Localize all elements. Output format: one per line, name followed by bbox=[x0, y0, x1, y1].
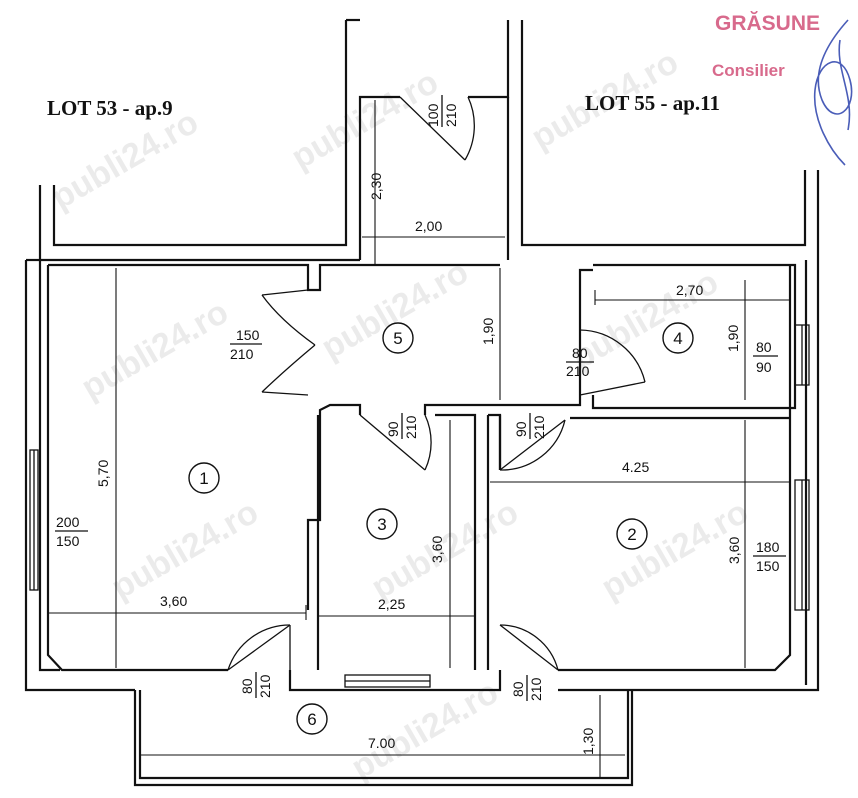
lot-left-label: LOT 53 - ap.9 bbox=[47, 96, 173, 120]
room3-door-width: 90 bbox=[385, 421, 401, 437]
dim-hall-height: 1,90 bbox=[480, 318, 496, 345]
room-6-number: 6 bbox=[307, 710, 316, 729]
dimension-lines bbox=[48, 100, 791, 778]
room-5-number: 5 bbox=[393, 329, 402, 348]
dim-room3-width: 2,25 bbox=[378, 596, 405, 612]
entry-door-height: 210 bbox=[443, 103, 459, 127]
dim-room2-width: 4.25 bbox=[622, 459, 649, 475]
watermark: publi24.ro bbox=[285, 63, 445, 177]
lot-right-label: LOT 55 - ap.11 bbox=[585, 91, 720, 115]
dim-room1-width: 3,60 bbox=[160, 593, 187, 609]
entry-door-width: 100 bbox=[425, 103, 441, 127]
room2-door-width: 90 bbox=[513, 421, 529, 437]
walls bbox=[24, 18, 820, 787]
room-4-marker bbox=[662, 322, 694, 354]
balcony-left-door-height: 210 bbox=[257, 674, 273, 698]
room-1-number: 1 bbox=[199, 469, 208, 488]
watermark: publi24.ro bbox=[565, 263, 725, 377]
balcony-right-door-width: 80 bbox=[510, 681, 526, 697]
room4-window-height: 90 bbox=[756, 359, 772, 375]
dim-room1-height: 5,70 bbox=[95, 460, 111, 487]
watermark: publi24.ro bbox=[75, 293, 235, 407]
room-1-marker bbox=[188, 462, 220, 494]
stamp: GRĂSUNE Consilier bbox=[712, 12, 853, 166]
room2-window-width: 180 bbox=[756, 539, 780, 555]
room-markers: 1 2 3 4 5 6 bbox=[188, 322, 694, 735]
double-door-height: 210 bbox=[230, 346, 254, 362]
dim-hall-width: 2,00 bbox=[415, 218, 442, 234]
stamp-name: GRĂSUNE bbox=[715, 12, 820, 35]
dim-room2-height: 3,60 bbox=[726, 537, 742, 564]
room-4-number: 4 bbox=[673, 329, 682, 348]
room4-door-height: 210 bbox=[566, 363, 590, 379]
balcony-left-door-width: 80 bbox=[239, 678, 255, 694]
room1-window-height: 150 bbox=[56, 533, 80, 549]
room-6-marker bbox=[296, 703, 328, 735]
dim-room4-width: 2,70 bbox=[676, 282, 703, 298]
dim-room4-height: 1,90 bbox=[725, 325, 741, 352]
room2-window-height: 150 bbox=[756, 558, 780, 574]
room-5-marker bbox=[382, 322, 414, 354]
stamp-title: Consilier bbox=[712, 61, 785, 80]
double-door-width: 150 bbox=[236, 327, 260, 343]
room4-window-width: 80 bbox=[756, 339, 772, 355]
doors bbox=[227, 96, 646, 671]
balcony-right-door-height: 210 bbox=[528, 677, 544, 701]
signature bbox=[813, 19, 853, 166]
room-3-marker bbox=[366, 508, 398, 540]
dim-room3-height: 3,60 bbox=[429, 536, 445, 563]
room2-door-height: 210 bbox=[531, 415, 547, 439]
room-2-marker bbox=[616, 518, 648, 550]
watermark: publi24.ro bbox=[315, 253, 475, 367]
dimension-labels: 2,30 2,00 1,90 2,70 1,90 5,70 3,60 2,25 … bbox=[95, 173, 742, 755]
dim-hall-top-height: 2,30 bbox=[368, 173, 384, 200]
room3-door-height: 210 bbox=[403, 415, 419, 439]
room4-door-width: 80 bbox=[572, 345, 588, 361]
room1-window-width: 200 bbox=[56, 514, 80, 530]
room-2-number: 2 bbox=[627, 525, 636, 544]
dim-balcony-depth: 1,30 bbox=[580, 728, 596, 755]
dim-balcony-width: 7.00 bbox=[368, 735, 395, 751]
room-3-number: 3 bbox=[377, 515, 386, 534]
watermark: publi24.ro bbox=[105, 493, 265, 607]
opening-labels: 100 210 150 210 80 210 80 90 90 210 90 2… bbox=[55, 95, 786, 701]
